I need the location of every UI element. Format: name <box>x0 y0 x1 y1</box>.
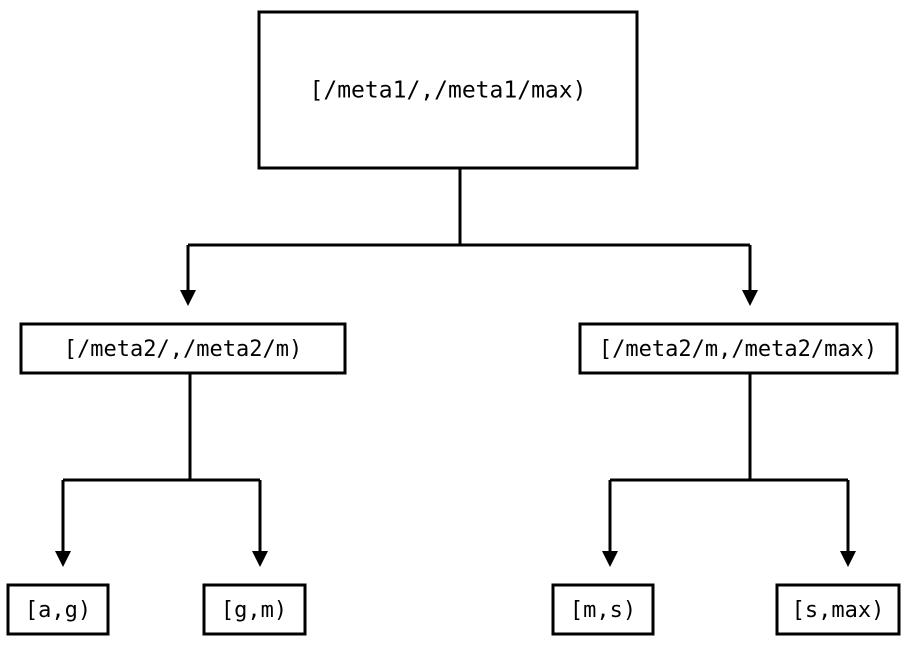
tree-node-l2-right-box[interactable] <box>578 322 899 375</box>
tree-node-leaf-4-label: [s,max) <box>792 598 885 623</box>
tree-node-l2-right-label: [/meta2/m,/meta2/max) <box>599 337 877 362</box>
tree-node-l2-left-box[interactable] <box>19 322 347 375</box>
edge-group-l2right-to-leaves <box>602 373 856 567</box>
arrowhead-root-to-l2-left-icon <box>180 290 196 306</box>
tree-node-root[interactable]: [/meta1/,/meta1/max) <box>257 10 639 170</box>
edge-group-root-to-level2 <box>180 168 758 306</box>
tree-node-leaf-2[interactable]: [g,m) <box>202 583 307 636</box>
tree-node-leaf-1[interactable]: [a,g) <box>6 583 110 636</box>
edge-group-l2left-to-leaves <box>55 373 268 567</box>
arrowhead-root-to-l2-right-icon <box>742 290 758 306</box>
tree-node-root-label: [/meta1/,/meta1/max) <box>310 78 587 104</box>
tree-node-leaf-4-box[interactable] <box>775 583 901 636</box>
tree-node-leaf-2-box[interactable] <box>202 583 307 636</box>
arrowhead-l2-left-to-leaf-2-icon <box>252 551 268 567</box>
tree-node-leaf-3-box[interactable] <box>551 583 655 636</box>
tree-node-leaf-3-label: [m,s) <box>570 598 636 623</box>
arrowhead-l2-right-to-leaf-3-icon <box>602 551 618 567</box>
tree-node-l2-left-label: [/meta2/,/meta2/m) <box>64 337 302 362</box>
arrowhead-l2-left-to-leaf-1-icon <box>55 551 71 567</box>
tree-node-l2-right[interactable]: [/meta2/m,/meta2/max) <box>578 322 899 375</box>
tree-node-l2-left[interactable]: [/meta2/,/meta2/m) <box>19 322 347 375</box>
tree-node-leaf-3[interactable]: [m,s) <box>551 583 655 636</box>
tree-node-leaf-1-label: [a,g) <box>25 598 91 623</box>
tree-node-leaf-2-label: [g,m) <box>221 598 287 623</box>
tree-node-root-box[interactable] <box>257 10 639 170</box>
tree-node-leaf-4[interactable]: [s,max) <box>775 583 901 636</box>
arrowhead-l2-right-to-leaf-4-icon <box>840 551 856 567</box>
tree-node-leaf-1-box[interactable] <box>6 583 110 636</box>
